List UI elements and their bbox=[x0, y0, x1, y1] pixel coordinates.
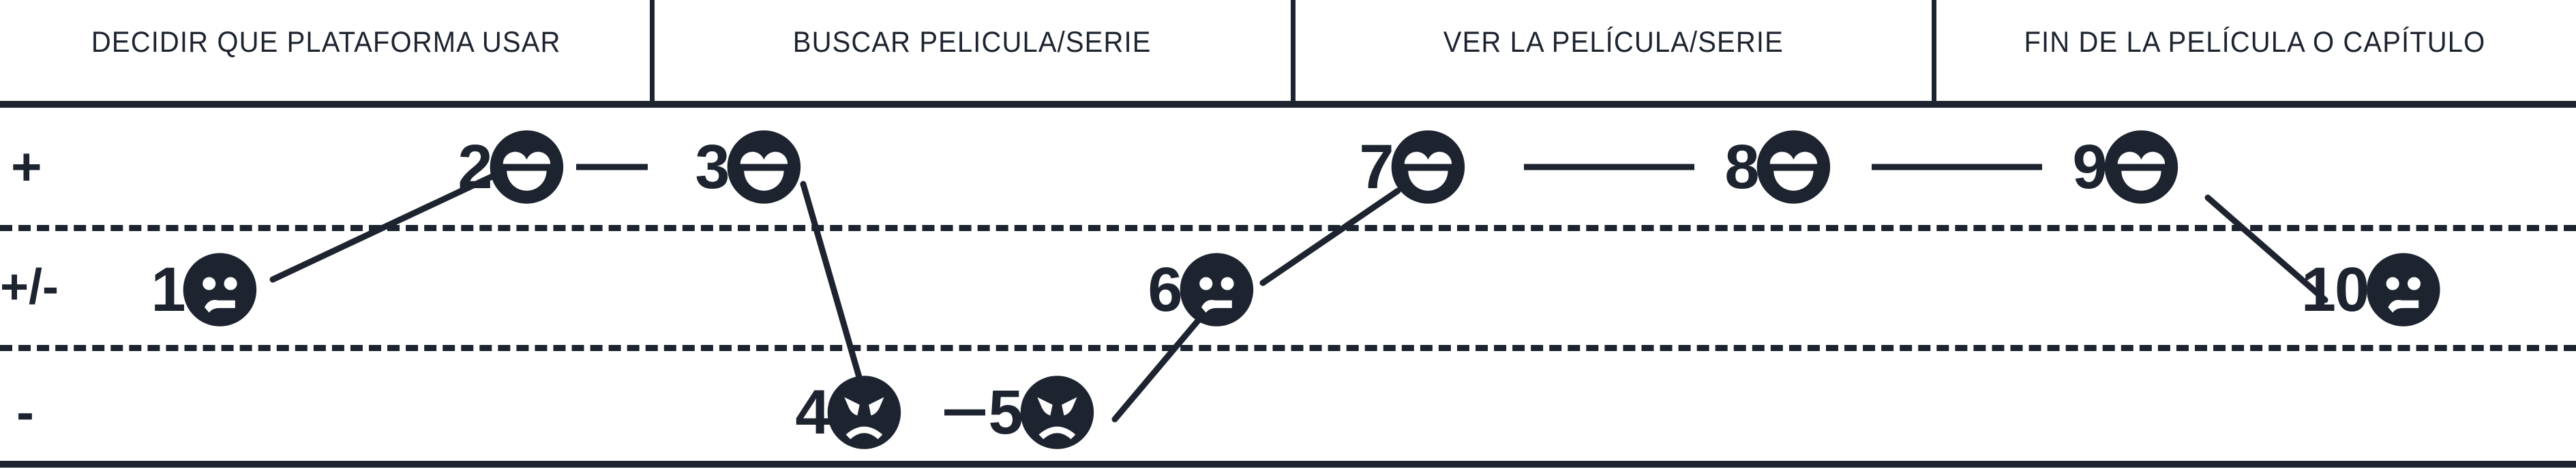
journey-node-2[interactable]: 2 bbox=[458, 129, 565, 205]
connector-3-4 bbox=[800, 181, 864, 385]
header-label-buscar: BUSCAR PELICULA/SERIE bbox=[793, 25, 1152, 59]
axis-line-mid-bot bbox=[0, 345, 2576, 351]
axis-label-positive: + bbox=[11, 136, 42, 196]
happy-face-icon bbox=[1756, 130, 1831, 204]
journey-node-7[interactable]: 7 bbox=[1359, 129, 1466, 205]
happy-face-icon bbox=[490, 130, 564, 204]
connector-1-2 bbox=[269, 170, 501, 283]
connector-9-10 bbox=[2204, 194, 2328, 303]
journey-node-5[interactable]: 5 bbox=[988, 374, 1095, 451]
node-number-5: 5 bbox=[988, 378, 1023, 447]
confused-face-icon bbox=[1180, 253, 1254, 327]
journey-node-3[interactable]: 3 bbox=[695, 129, 802, 205]
connector-6-7 bbox=[1259, 187, 1401, 286]
node-number-1: 1 bbox=[151, 255, 185, 324]
journey-node-9[interactable]: 9 bbox=[2072, 129, 2179, 205]
journey-node-4[interactable]: 4 bbox=[795, 374, 902, 451]
connector-5-6 bbox=[1111, 307, 1210, 423]
header-cell-fin: FIN DE LA PELÍCULA O CAPÍTULO bbox=[1934, 0, 2576, 104]
connector-4-5 bbox=[944, 409, 985, 416]
node-number-10: 10 bbox=[2301, 255, 2369, 324]
axis-label-neutral: +/- bbox=[0, 260, 59, 314]
header-divider-1 bbox=[650, 0, 655, 104]
header-divider-2 bbox=[1291, 0, 1296, 104]
happy-face-icon bbox=[1391, 130, 1465, 204]
header-divider-3 bbox=[1932, 0, 1936, 104]
header-cell-decidir: DECIDIR QUE PLATAFORMA USAR bbox=[0, 0, 652, 104]
journey-node-8[interactable]: 8 bbox=[1724, 129, 1831, 205]
node-number-3: 3 bbox=[695, 132, 730, 202]
connector-8-9 bbox=[1872, 164, 2042, 170]
connector-7-8 bbox=[1524, 164, 1694, 170]
happy-face-icon bbox=[2104, 130, 2178, 204]
journey-node-6[interactable]: 6 bbox=[1148, 252, 1255, 328]
confused-face-icon bbox=[2367, 253, 2440, 327]
stage-header-row: DECIDIR QUE PLATAFORMA USAR BUSCAR PELIC… bbox=[0, 0, 2576, 104]
angry-face-icon bbox=[1020, 376, 1094, 449]
connector-2-3 bbox=[576, 164, 648, 170]
axis-line-top bbox=[0, 101, 2576, 108]
header-cell-buscar: BUSCAR PELICULA/SERIE bbox=[652, 0, 1293, 104]
header-label-decidir: DECIDIR QUE PLATAFORMA USAR bbox=[91, 25, 561, 59]
node-number-8: 8 bbox=[1724, 132, 1759, 202]
node-number-7: 7 bbox=[1359, 132, 1394, 202]
confused-face-icon bbox=[183, 253, 257, 327]
node-number-4: 4 bbox=[795, 378, 830, 447]
header-label-fin: FIN DE LA PELÍCULA O CAPÍTULO bbox=[2024, 25, 2486, 59]
journey-node-10[interactable]: 10 bbox=[2301, 252, 2442, 328]
node-number-6: 6 bbox=[1148, 255, 1182, 324]
axis-label-negative: - bbox=[16, 382, 34, 442]
node-number-9: 9 bbox=[2072, 132, 2107, 202]
header-cell-ver: VER LA PELÍCULA/SERIE bbox=[1293, 0, 1934, 104]
angry-face-icon bbox=[827, 376, 901, 449]
axis-line-bottom bbox=[0, 461, 2576, 468]
happy-face-icon bbox=[727, 130, 801, 204]
axis-line-mid-top bbox=[0, 225, 2576, 231]
journey-node-1[interactable]: 1 bbox=[151, 252, 258, 328]
node-number-2: 2 bbox=[458, 132, 492, 202]
header-label-ver: VER LA PELÍCULA/SERIE bbox=[1443, 25, 1784, 59]
